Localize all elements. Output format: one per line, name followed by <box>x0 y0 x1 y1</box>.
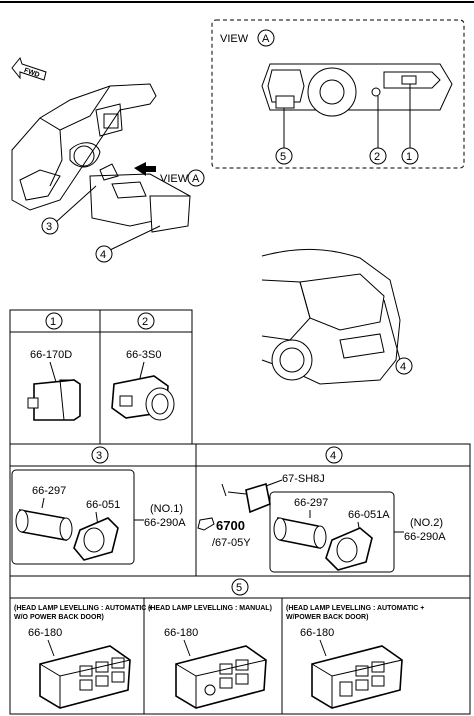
switch-panel-1-icon <box>39 645 131 709</box>
section-4-ref-sub: /67-05Y <box>212 537 251 549</box>
section-4-number: 4 <box>330 450 336 462</box>
callout-2-label: 2 <box>374 151 380 163</box>
pointing-hand-icon <box>197 517 215 531</box>
socket-66-3s0-icon <box>111 375 175 421</box>
variant-1-line1: (HEAD LAMP LEVELLING : AUTOMATIC + <box>14 605 152 612</box>
section-2-part: 66-3S0 <box>126 349 161 361</box>
variant-3-part: 66-180 <box>300 627 334 639</box>
view-word-main: VIEW <box>160 173 189 185</box>
section-5-number: 5 <box>236 582 242 594</box>
callout-4-label: 4 <box>100 249 106 261</box>
section-3-assy-note: (NO.1) <box>150 503 183 515</box>
section-4-part-b: 66-051A <box>348 509 390 521</box>
section-3-number: 3 <box>96 450 102 462</box>
parts-table <box>9 309 471 715</box>
section-2: 2 66-3S0 <box>111 312 175 421</box>
view-word-box: VIEW <box>220 33 249 45</box>
variant-2-line1: (HEAD LAMP LEVELLING : MANUAL) <box>148 605 272 612</box>
section-4-assy: 66-290A <box>404 531 446 543</box>
switch-panel-3-icon <box>311 645 403 709</box>
variant-1-line2: W/O POWER BACK DOOR) <box>14 614 104 621</box>
section-1-part: 66-170D <box>30 349 72 361</box>
view-arrow-icon <box>134 162 156 176</box>
section-1-number: 1 <box>50 316 56 328</box>
view-letter-circle <box>187 169 205 187</box>
dashboard-illustration: FWD VIEW A 3 4 <box>11 56 205 263</box>
section-1: 1 66-170D <box>27 312 81 421</box>
section-4-part-a: 66-297 <box>294 497 328 509</box>
section-4-connector: 67-SH8J <box>282 473 325 485</box>
section-2-number: 2 <box>142 316 148 328</box>
view-letter-box: A <box>262 33 270 45</box>
connector-67-sh8j-icon <box>221 479 283 514</box>
section-4-assy-note: (NO.2) <box>410 517 443 529</box>
section-4-ref-main: 6700 <box>216 518 245 533</box>
variant-3-line1: (HEAD LAMP LEVELLING : AUTOMATIC + <box>286 605 424 612</box>
fwd-arrow-icon: FWD <box>11 56 47 81</box>
vehicle-rear-illustration: 4 <box>261 248 413 385</box>
switch-panel-2-icon <box>175 645 267 709</box>
callout-1-label: 1 <box>406 151 412 163</box>
section-5: 5 (HEAD LAMP LEVELLING : AUTOMATIC + W/O… <box>14 578 424 709</box>
cigar-socket-icon <box>15 509 119 561</box>
section-3-assy: 66-290A <box>144 517 186 529</box>
callout-4b-label: 4 <box>400 361 406 373</box>
callout-3 <box>41 217 59 235</box>
section-3-part-a: 66-297 <box>32 485 66 497</box>
variant-1-part: 66-180 <box>28 627 62 639</box>
switch-66-170d-icon <box>27 379 81 421</box>
section-3: 3 66-297 66-051 (NO.1) 66-290A <box>11 446 186 565</box>
view-a-box: VIEW A 5 2 1 <box>211 19 465 169</box>
callout-4 <box>95 245 113 263</box>
section-3-part-b: 66-051 <box>86 499 120 511</box>
variant-3-line2: W/POWER BACK DOOR) <box>286 614 368 621</box>
section-4: 4 67-SH8J 6700 /67-05Y 66-297 66-051A (N… <box>197 446 446 573</box>
power-socket-icon <box>273 517 373 571</box>
view-letter-main: A <box>192 173 200 185</box>
variant-2-part: 66-180 <box>164 627 198 639</box>
callout-5-label: 5 <box>280 151 286 163</box>
callout-3-label: 3 <box>46 221 52 233</box>
